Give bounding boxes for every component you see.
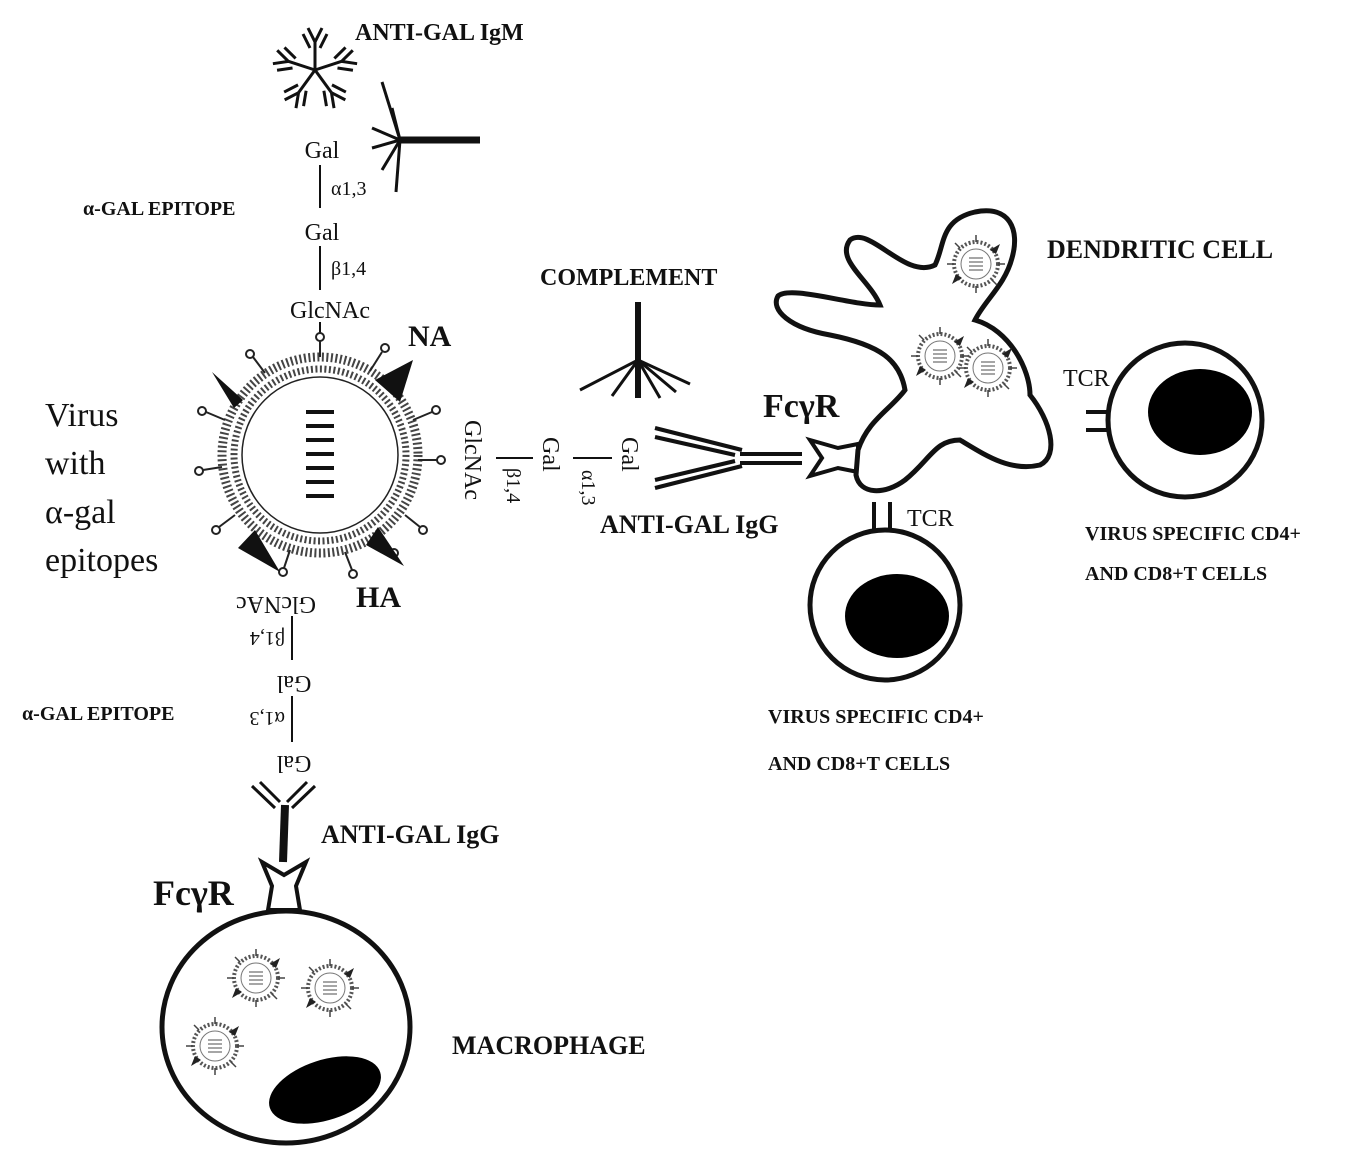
t-cells-bottom-label-line1: VIRUS SPECIFIC CD4+: [768, 706, 984, 728]
glcnac-label-top: GlcNAc: [290, 298, 370, 324]
virus-label-line1: Virus: [45, 397, 119, 434]
gal-label-bottom-1: Gal: [276, 670, 311, 696]
dendritic-cell-label: DENDRITIC CELL: [1047, 235, 1273, 264]
complement-molecule-top: [371, 81, 480, 193]
gal-label-right-2: Gal: [616, 437, 642, 472]
na-label: NA: [408, 320, 452, 353]
beta14-label-right: β1,4: [502, 468, 524, 503]
glcnac-label-bottom: GlcNAc: [236, 591, 316, 617]
complement-label: COMPLEMENT: [540, 265, 717, 291]
fcgr-label-macrophage: FcγR: [153, 873, 235, 913]
t-cells-bottom-label-line2: AND CD8+T CELLS: [768, 753, 950, 775]
glcnac-label-right: GlcNAc: [459, 420, 485, 500]
anti-gal-igg-antibody-bottom: [250, 780, 317, 863]
anti-gal-igm-label: ANTI-GAL IgM: [355, 20, 524, 46]
t-cells-right-label-line1: VIRUS SPECIFIC CD4+: [1085, 523, 1301, 545]
tcr-label-bottom: TCR: [907, 506, 954, 532]
gal-label-top-1: Gal: [305, 138, 340, 164]
alpha13-label-bottom: α1,3: [250, 707, 285, 729]
ha-label: HA: [356, 581, 401, 614]
dendritic-cell-body: [773, 208, 1054, 494]
virus-label-line3: α-gal: [45, 494, 116, 531]
gal-label-right-1: Gal: [537, 437, 563, 472]
complement-molecule-middle: [579, 302, 691, 399]
gal-label-top-2: Gal: [305, 220, 340, 246]
alpha-gal-epitope-label-top: α-GAL EPITOPE: [83, 198, 236, 220]
tcr-label-right: TCR: [1063, 366, 1110, 392]
alpha13-label-right: α1,3: [577, 470, 599, 505]
alpha-gal-epitope-label-bottom: α-GAL EPITOPE: [22, 703, 175, 725]
t-cell-bottom: [807, 527, 963, 683]
gal-label-bottom-2: Gal: [276, 750, 311, 776]
t-cells-right-label-line2: AND CD8+T CELLS: [1085, 563, 1267, 585]
alpha13-label-top: α1,3: [331, 178, 366, 200]
macrophage-label: MACROPHAGE: [452, 1031, 646, 1060]
anti-gal-igg-label-right: ANTI-GAL IgG: [600, 510, 778, 539]
macrophage-cell: [159, 908, 413, 1146]
anti-gal-igg-antibody-right: [654, 426, 802, 490]
t-cell-right: [1105, 340, 1265, 500]
anti-gal-igm-antibody: [272, 27, 358, 109]
fcgr-receptor-dendritic: [805, 436, 860, 480]
fcgr-receptor-macrophage: [257, 857, 311, 912]
beta14-label-top: β1,4: [331, 258, 366, 280]
virus-label-line2: with: [45, 445, 105, 482]
virus-particle: [194, 332, 446, 579]
fcgr-label-dendritic: FcγR: [763, 388, 840, 425]
anti-gal-igg-label-bottom: ANTI-GAL IgG: [321, 820, 499, 849]
virus-label-line4: epitopes: [45, 542, 158, 579]
beta14-label-bottom: β1,4: [250, 627, 285, 649]
